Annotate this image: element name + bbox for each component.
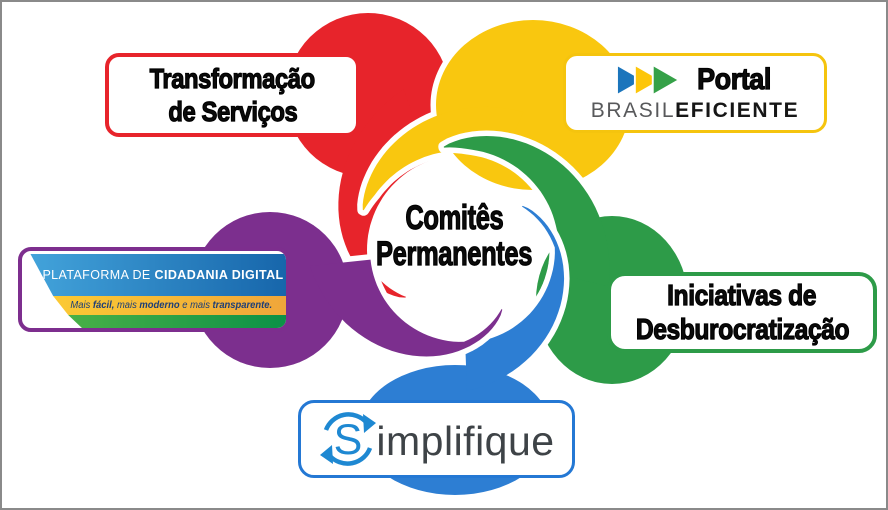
badge-transformacao-de-servicos: Transformação de Serviços	[105, 53, 360, 137]
simplifique-initial: S	[334, 416, 363, 464]
simplifique-s-cycle-icon: S	[320, 412, 377, 466]
chevron-blue	[616, 63, 646, 96]
plataforma-title-bold: CIDADANIA DIGITAL	[154, 268, 284, 282]
plataforma-tagline: Mais fácil, mais moderno e mais transpar…	[70, 300, 272, 311]
badge-portal-brasil-eficiente: Portal BRASILEFICIENTE	[563, 53, 827, 133]
plataforma-blue-band: PLATAFORMA DE CIDADANIA DIGITAL	[30, 254, 286, 296]
portal-brand-thin: BRASIL	[590, 98, 676, 122]
cycle-arc-bottom	[328, 447, 373, 466]
center-line2: Permanentes	[375, 235, 533, 273]
simplifique-wordmark: implifique	[376, 417, 555, 464]
badge-iniciativas-de-desburocratizacao: Iniciativas de Desburocratização	[607, 272, 877, 353]
triple-chevron-icon	[616, 63, 682, 96]
cycle-arrowhead-left	[320, 445, 334, 464]
chevron-green	[652, 63, 682, 96]
badge-plataforma-cidadania-digital: PLATAFORMA DE CIDADANIA DIGITAL Mais fác…	[18, 247, 290, 332]
badge-iniciativas-line2: Desburocratização	[635, 313, 850, 346]
plataforma-yellow-band: Mais fácil, mais moderno e mais transpar…	[53, 296, 286, 315]
badge-transformacao-line1: Transformação	[149, 62, 316, 94]
center-label: Comitês Permanentes	[312, 199, 596, 273]
badge-transformacao-line2: de Serviços	[168, 95, 298, 127]
cycle-arrowhead-right	[363, 414, 377, 433]
portal-title: Portal	[697, 62, 772, 96]
portal-brand-line: BRASILEFICIENTE	[591, 99, 799, 123]
badge-iniciativas-line1: Iniciativas de	[667, 279, 817, 312]
plataforma-title-normal: PLATAFORMA DE	[42, 268, 155, 282]
portal-brand-bold: EFICIENTE	[675, 98, 800, 122]
center-line1: Comitês	[405, 199, 504, 237]
plataforma-green-band	[68, 315, 286, 328]
badge-simplifique: S implifique	[298, 400, 575, 478]
chevron-yellow	[634, 63, 664, 96]
cycle-arc-top	[324, 412, 369, 431]
